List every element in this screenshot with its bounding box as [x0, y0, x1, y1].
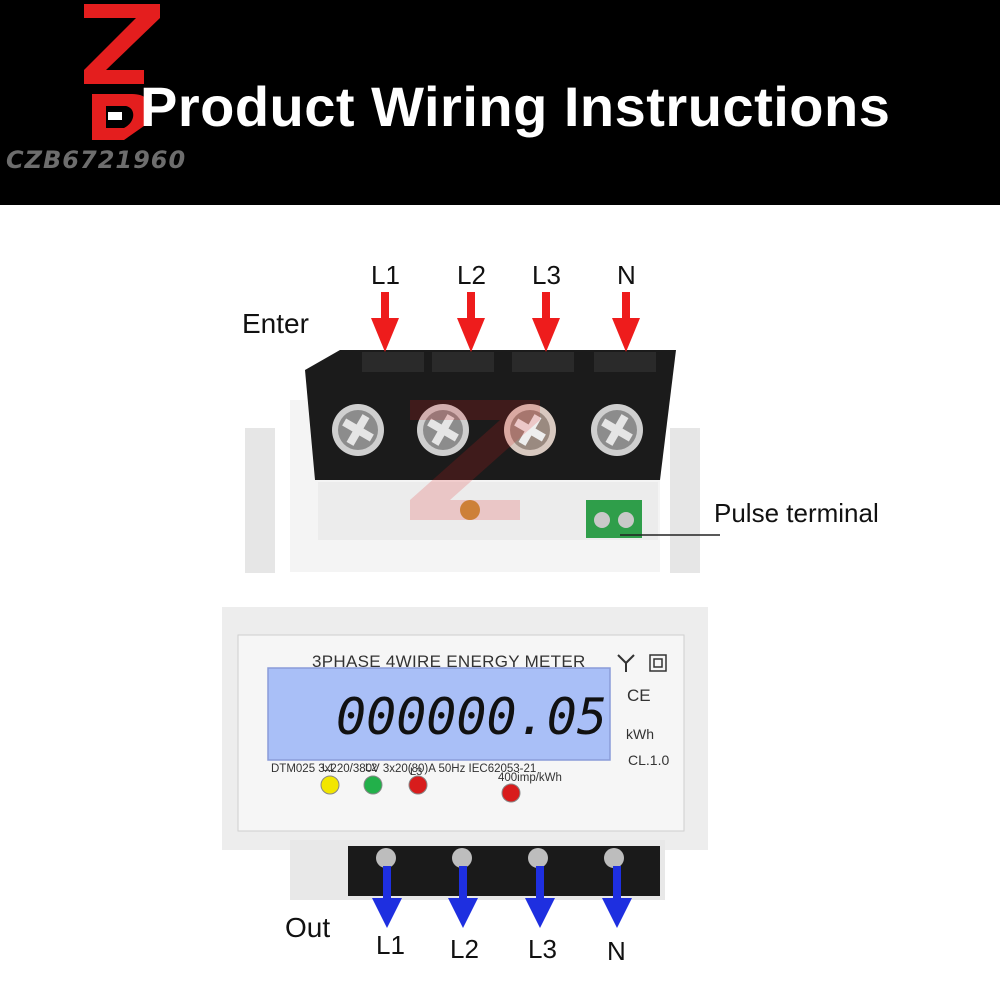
watermark-logo-icon — [410, 400, 540, 520]
meter-reading: 000000.05 — [336, 688, 607, 746]
screw-icon — [504, 404, 556, 456]
page-title: Product Wiring Instructions — [140, 75, 891, 138]
header-banner: Product Wiring Instructions CZB6721960 — [0, 0, 1000, 205]
input-phase-l2: L2 — [457, 260, 486, 290]
input-arrow-l1-icon — [371, 292, 399, 352]
out-label: Out — [285, 912, 331, 943]
output-arrow-l3-icon — [525, 866, 555, 928]
store-watermark: CZB6721960 — [6, 146, 187, 174]
output-arrow-l1-icon — [372, 866, 402, 928]
output-phase-n: N — [607, 936, 626, 966]
led-l3-icon — [408, 775, 428, 795]
accuracy-class: CL.1.0 — [628, 752, 670, 768]
spec-line: DTM025 3x220/380V 3x20(80)A 50Hz IEC6205… — [271, 763, 537, 775]
output-arrow-n-icon — [602, 866, 632, 928]
meter-illustration — [222, 292, 720, 928]
star-connection-icon — [617, 654, 635, 672]
screw-icon — [417, 404, 469, 456]
led-l2-icon — [363, 775, 383, 795]
output-phase-l3: L3 — [528, 934, 557, 964]
led-l1-icon — [320, 775, 340, 795]
input-phase-l1: L1 — [371, 260, 400, 290]
mounting-hole — [460, 500, 480, 520]
output-arrow-l2-icon — [448, 866, 478, 928]
input-arrows — [371, 292, 640, 352]
side-rail-left — [245, 428, 275, 573]
double-insulation-icon — [649, 654, 667, 672]
unit-label: kWh — [626, 726, 654, 742]
output-arrows — [372, 866, 632, 928]
impulse-rate: 400imp/kWh — [498, 772, 562, 784]
led-label-l2: L2 — [365, 762, 378, 774]
input-arrow-n-icon — [612, 292, 640, 352]
brand-logo-icon — [84, 4, 160, 140]
led-pulse-icon — [501, 783, 521, 803]
input-arrow-l3-icon — [532, 292, 560, 352]
input-arrow-l2-icon — [457, 292, 485, 352]
input-phase-n: N — [617, 260, 636, 290]
input-terminal-block — [305, 350, 676, 480]
screw-icon — [591, 404, 643, 456]
output-phase-l2: L2 — [450, 934, 479, 964]
screw-icon — [332, 404, 384, 456]
meter-title: 3PHASE 4WIRE ENERGY METER — [312, 652, 586, 671]
output-phase-l1: L1 — [376, 930, 405, 960]
lcd-display — [267, 667, 611, 761]
pulse-terminal-label: Pulse terminal — [714, 498, 879, 528]
ce-mark: CE — [627, 686, 651, 705]
led-label-l3: L3 — [410, 766, 423, 778]
side-rail-right — [670, 428, 700, 573]
led-label-l1: L1 — [322, 762, 335, 774]
enter-label: Enter — [242, 308, 309, 339]
input-phase-l3: L3 — [532, 260, 561, 290]
